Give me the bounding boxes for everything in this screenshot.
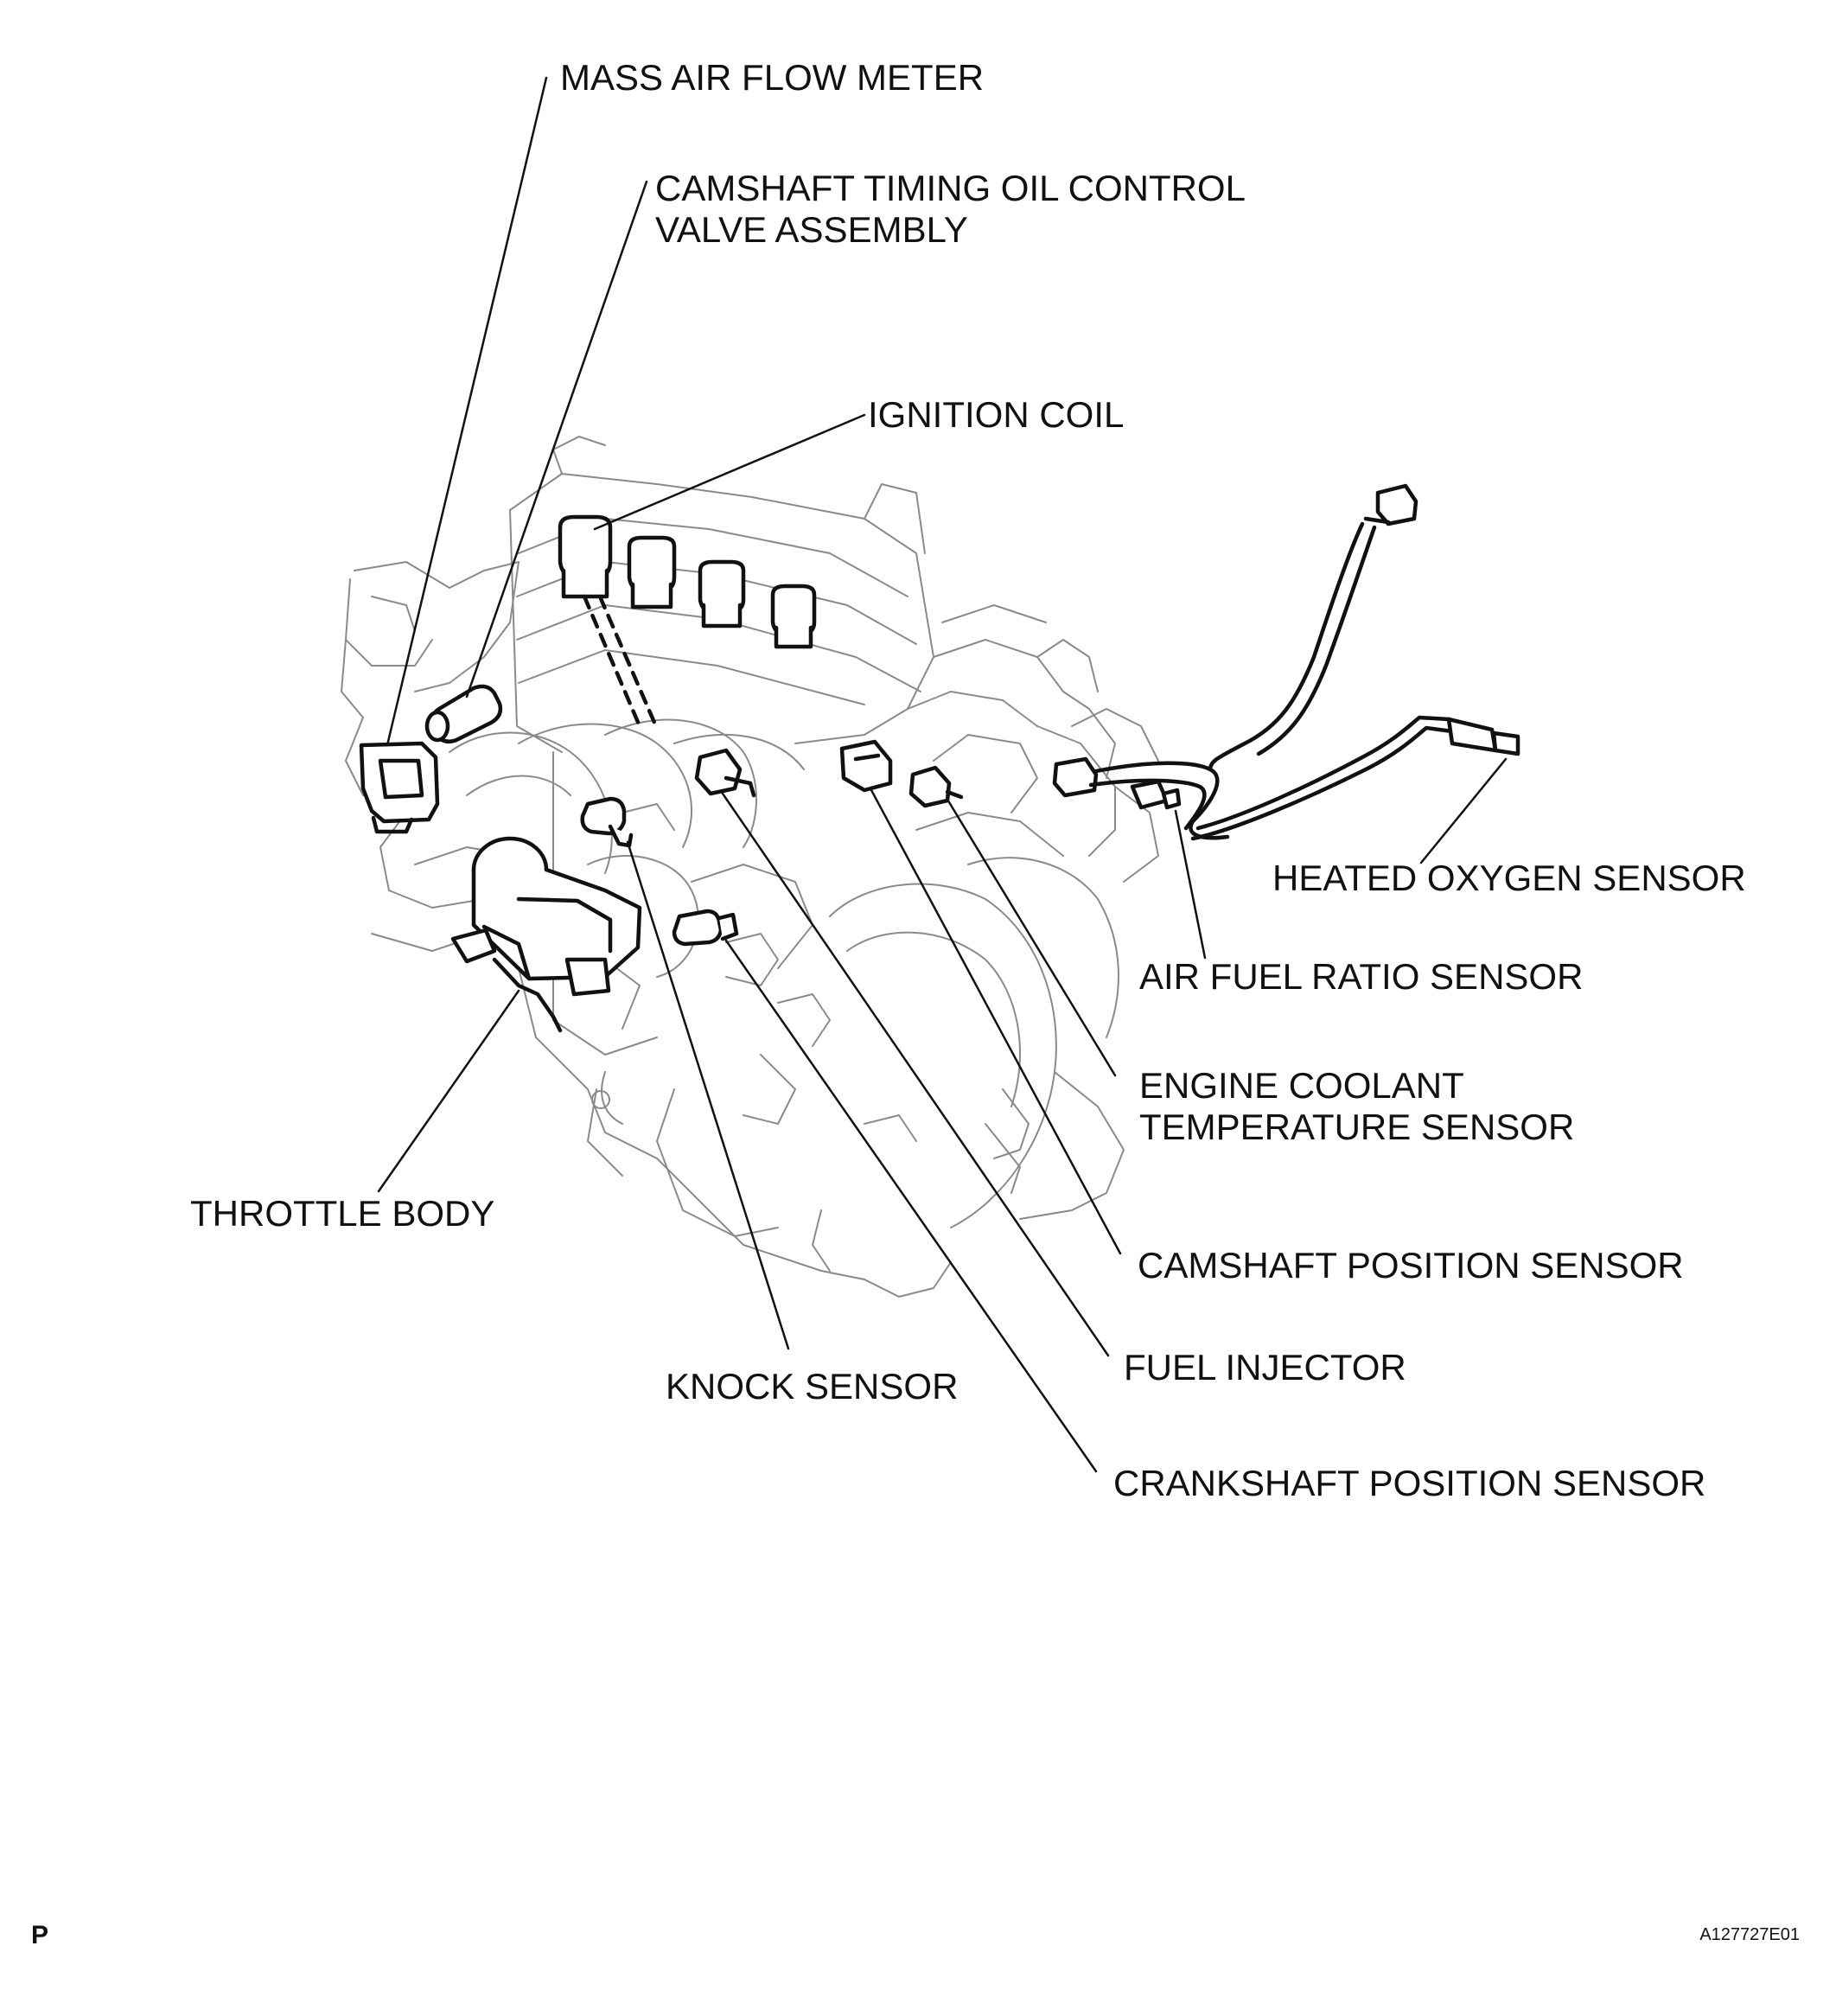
camshaft-position-sensor <box>839 739 893 793</box>
leader-camshaft-timing-oil-control-valve <box>465 180 648 699</box>
label-camshaft-position-sensor: CAMSHAFT POSITION SENSOR <box>1138 1245 1684 1286</box>
label-engine-coolant-temperature-sensor-line1: ENGINE COOLANT <box>1139 1065 1464 1106</box>
label-knock-sensor: KNOCK SENSOR <box>666 1366 958 1407</box>
leader-knock-sensor <box>626 840 790 1350</box>
leader-engine-coolant-temperature-sensor <box>947 801 1117 1077</box>
throttle-body <box>450 836 642 1033</box>
engine-coolant-temperature-sensor <box>908 765 964 808</box>
callout-labels: MASS AIR FLOW METER CAMSHAFT TIMING OIL … <box>190 57 1746 1503</box>
label-camshaft-timing-oil-control-valve-line2: VALVE ASSEMBLY <box>655 209 968 250</box>
leader-air-fuel-ratio-sensor <box>1174 809 1207 960</box>
label-air-fuel-ratio-sensor: AIR FUEL RATIO SENSOR <box>1139 956 1583 997</box>
camshaft-timing-oil-control-valve <box>424 684 503 743</box>
leader-lines <box>377 76 1508 1473</box>
crankshaft-position-sensor <box>672 909 739 947</box>
leader-heated-oxygen-sensor <box>1419 757 1508 864</box>
knock-sensor <box>580 796 634 848</box>
label-ignition-coil: IGNITION COIL <box>868 394 1124 435</box>
fuel-injector <box>694 748 756 798</box>
leader-throttle-body <box>377 989 520 1193</box>
label-heated-oxygen-sensor: HEATED OXYGEN SENSOR <box>1272 858 1746 898</box>
leader-mass-air-flow-meter <box>386 76 548 747</box>
label-camshaft-timing-oil-control-valve-line1: CAMSHAFT TIMING OIL CONTROL <box>655 168 1246 208</box>
leader-camshaft-position-sensor <box>870 788 1122 1255</box>
figure-code: A127727E01 <box>1699 1925 1800 1944</box>
ignition-coils <box>558 514 817 729</box>
corner-mark: P <box>31 1921 48 1949</box>
label-crankshaft-position-sensor: CRANKSHAFT POSITION SENSOR <box>1113 1463 1705 1503</box>
leader-ignition-coil <box>593 413 866 531</box>
label-engine-coolant-temperature-sensor-line2: TEMPERATURE SENSOR <box>1139 1107 1574 1147</box>
leader-crankshaft-position-sensor <box>724 939 1098 1473</box>
air-fuel-ratio-sensor <box>1052 756 1230 840</box>
engine-block-outline <box>341 436 1159 1298</box>
heated-oxygen-sensor <box>1190 483 1520 841</box>
label-fuel-injector: FUEL INJECTOR <box>1124 1347 1406 1388</box>
mass-air-flow-meter <box>359 741 440 834</box>
label-mass-air-flow-meter: MASS AIR FLOW METER <box>560 57 984 98</box>
leader-fuel-injector <box>721 792 1110 1357</box>
label-throttle-body: THROTTLE BODY <box>190 1193 494 1234</box>
